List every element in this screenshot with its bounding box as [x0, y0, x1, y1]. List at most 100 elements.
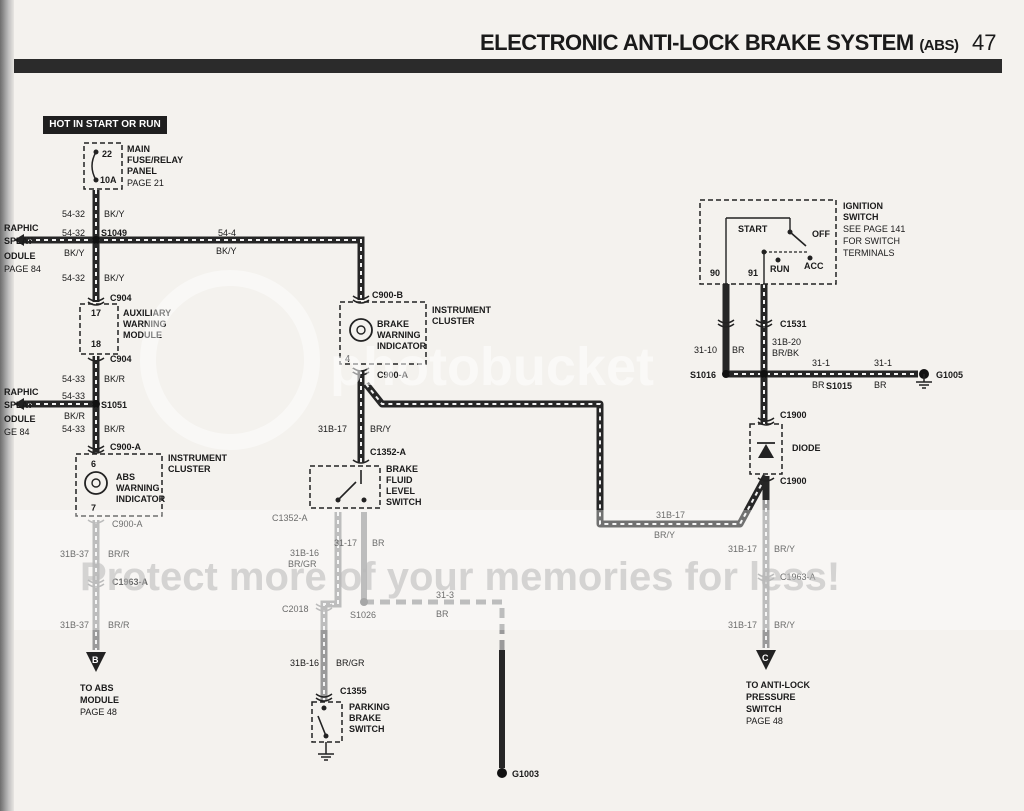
left-module-top-4: PAGE 84: [4, 264, 41, 274]
splice-s1049: [92, 236, 100, 244]
abs-warning-indicator: 6 7 ABS WARNING INDICATOR INSTRUMENT CLU…: [75, 453, 227, 517]
fluid-label-4: SWITCH: [386, 497, 422, 507]
wire-31b-17-d-color: BR/Y: [774, 620, 795, 630]
wire-group-right: [722, 284, 918, 648]
wire-31b-37-b-circuit: 31B-37: [60, 620, 89, 630]
watermark-logo-icon: [140, 270, 320, 450]
power-source-label: HOT IN START OR RUN: [43, 116, 167, 134]
page-title-text: ELECTRONIC ANTI-LOCK BRAKE SYSTEM: [480, 30, 914, 55]
splice-s1016: [722, 370, 730, 378]
abs-label-3: INDICATOR: [116, 494, 166, 504]
book-binding-shadow: [0, 0, 14, 811]
destination-b-letter: B: [92, 655, 99, 665]
wire-labels: 54-32 BK/Y 54-32 BK/Y 54-32 BK/Y 54-4 BK…: [60, 209, 892, 668]
connector-marks: [87, 295, 775, 702]
destination-arrow-icon: [86, 652, 106, 672]
wire-31-1-b-color: BR: [874, 380, 887, 390]
wire-54-32-c-color: BK/Y: [104, 273, 125, 283]
splice-junction: [760, 370, 768, 378]
connector-c1352a: C1352-A: [370, 447, 407, 457]
ignition-pin-91: 91: [748, 268, 758, 278]
watermark-logo-text: photobucket: [330, 337, 654, 397]
wire-31-3-color: BR: [436, 609, 449, 619]
connector-c1963a-right: C1963-A: [780, 572, 816, 582]
brake-pin: 4: [345, 354, 350, 364]
wire-54-32-b-circuit: 54-32: [62, 228, 85, 238]
connector-c900a-mid: C900-A: [377, 370, 409, 380]
ignition-run: RUN: [770, 264, 790, 274]
abs-label-1: ABS: [116, 472, 135, 482]
brake-label-1: BRAKE: [377, 319, 409, 329]
wire-31b-37-a-color: BR/R: [108, 549, 130, 559]
destination-b-line3: PAGE 48: [80, 707, 117, 717]
splices: S1049 S1051 S1016 S1015 S1026: [92, 228, 852, 620]
aux-pin-top: 17: [91, 308, 101, 318]
left-module-bottom-4: GE 84: [4, 427, 30, 437]
fluid-label-3: LEVEL: [386, 486, 416, 496]
wire-31-1-a-color: BR: [812, 380, 825, 390]
fluid-label-2: FLUID: [386, 475, 413, 485]
diode-label: DIODE: [792, 443, 821, 453]
brake-fluid-level-switch: BRAKE FLUID LEVEL SWITCH: [309, 464, 422, 509]
brake-warning-indicator: 4 BRAKE WARNING INDICATOR INSTRUMENT CLU…: [339, 301, 491, 365]
connector-c900a-left: C900-A: [110, 442, 142, 452]
fuse-relay-panel: 22 10A MAIN FUSE/RELAY PANEL PAGE 21: [83, 142, 183, 190]
connector-c1531: C1531: [780, 319, 807, 329]
arrow-left-icon: [14, 398, 24, 410]
connector-c1963a-left: C1963-A: [112, 577, 149, 587]
wire-31b-16-a-color: BR/GR: [288, 559, 317, 569]
fuse-panel-name-1: MAIN: [127, 144, 150, 154]
ignition-label-2: SWITCH: [843, 212, 879, 222]
aux-label-3: MODULE: [123, 330, 162, 340]
wire-31b-16-b-circuit: 31B-16: [290, 658, 319, 668]
destination-c-line2: PRESSURE: [746, 692, 796, 702]
wire-group-middle: [96, 236, 770, 768]
wire-54-33-a-color: BK/R: [104, 374, 126, 384]
splice-s1049-label: S1049: [101, 228, 127, 238]
wire-54-32-a-circuit: 54-32: [62, 209, 85, 219]
wire-31-3: [364, 599, 505, 650]
wire-54-4-color: BK/Y: [216, 246, 237, 256]
abs-pin-top: 6: [91, 459, 96, 469]
left-module-top-2: SPLAY: [4, 236, 33, 246]
left-module-top-3: ODULE: [4, 251, 36, 261]
splice-s1051: [92, 400, 100, 408]
fuse-panel-name-3: PANEL: [127, 166, 157, 176]
connector-c904-bottom: C904: [110, 354, 132, 364]
wire-54-33-c-circuit: 54-33: [62, 424, 85, 434]
diode: DIODE: [749, 423, 821, 475]
connector-labels: C904 C904 C900-A C900-A C900-B C900-A C1…: [110, 290, 816, 696]
abs-cluster-1: INSTRUMENT: [168, 453, 227, 463]
wire-31b-17-c-circuit: 31B-17: [728, 544, 757, 554]
left-module-bottom-3: ODULE: [4, 414, 36, 424]
fuse-panel-page: PAGE 21: [127, 178, 164, 188]
wire-54-4-circuit: 54-4: [218, 228, 236, 238]
left-module-top-1: RAPHIC: [4, 223, 39, 233]
splice-s1016-label: S1016: [690, 370, 716, 380]
destination-c-letter: C: [762, 653, 769, 663]
splice-s1026: [360, 598, 368, 606]
wire-54-33-a-circuit: 54-33: [62, 374, 85, 384]
fuse-panel-name-2: FUSE/RELAY: [127, 155, 183, 165]
ground-icon: [317, 753, 335, 761]
grounds: G1003 G1005: [497, 369, 963, 779]
parking-brake-switch: PARKING BRAKE SWITCH: [311, 701, 390, 761]
wire-54-33-b-color: BK/R: [64, 411, 86, 421]
wire-31-1-a-circuit: 31-1: [812, 358, 830, 368]
destination-abs-module: B TO ABS MODULE PAGE 48: [80, 652, 119, 717]
wire-54-32-b-color: BK/Y: [64, 248, 85, 258]
brake-label-2: WARNING: [377, 330, 421, 340]
wire-31b-17-a-circuit: 31B-17: [318, 424, 347, 434]
ground-icon: [915, 381, 933, 389]
aux-pin-bottom: 18: [91, 339, 101, 349]
wire-54-33-c-color: BK/R: [104, 424, 126, 434]
splice-s1015-label: S1015: [826, 381, 852, 391]
wire-group-left: [24, 190, 100, 650]
connector-c2018: C2018: [282, 604, 309, 614]
switch-contact-icon: [789, 231, 807, 247]
page-title-suffix: (ABS): [919, 37, 959, 54]
wire-31-17-circuit: 31-17: [334, 538, 357, 548]
watermark: photobucket Protect more of your memorie…: [14, 270, 1024, 630]
wire-31b-17-b-color: BR/Y: [654, 530, 675, 540]
aux-label-2: WARNING: [123, 319, 167, 329]
